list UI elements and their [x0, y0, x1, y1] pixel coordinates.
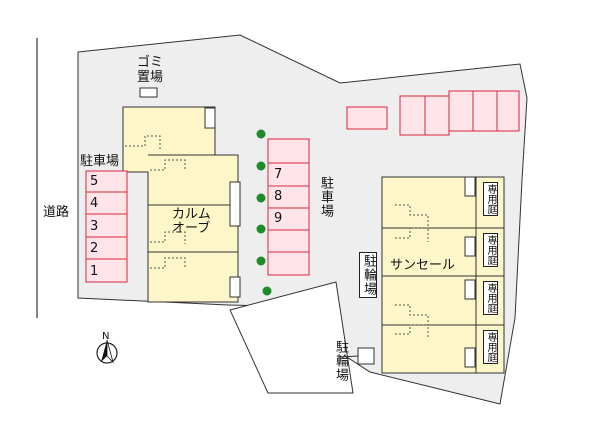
private-garden-label: 専用庭: [483, 330, 498, 364]
vacant-lot: [229, 281, 354, 394]
parking-space-number: 9: [274, 211, 283, 226]
tree-row: [256, 129, 272, 296]
building-right-name: サンセール: [390, 258, 456, 273]
parking-space-number: 3: [90, 219, 99, 234]
parking-space-number: 5: [90, 174, 99, 189]
parking-mid-label: 駐車場: [318, 176, 333, 218]
bicycle-parking-bottom-label: 駐輪場: [333, 340, 348, 382]
parking-space-number: 7: [274, 167, 283, 182]
bicycle-parking-mid-label: 駐輪場: [359, 252, 377, 298]
building-left-name-line1: カルム: [172, 207, 211, 222]
bicycle-leader-line: [339, 355, 359, 358]
parking-mid-stalls: [267, 138, 310, 276]
bicycle-box: [357, 347, 375, 365]
garbage-box: [139, 87, 158, 98]
private-garden-label: 専用庭: [483, 281, 498, 315]
parking-space-number: 4: [90, 196, 99, 211]
building-left-name-line2: オーブ: [172, 221, 211, 236]
parking-top-stalls: [346, 90, 520, 136]
north-label: N: [102, 331, 110, 342]
parking-space-number: 1: [90, 264, 99, 279]
garbage-label-line1: ゴミ: [137, 55, 164, 70]
parking-left-stalls: [85, 170, 128, 283]
parking-space-number: 2: [90, 241, 99, 256]
building-left-shape: [122, 106, 241, 303]
parking-space-number: 8: [274, 189, 283, 204]
road-label: 道路: [43, 205, 70, 220]
private-garden-label: 専用庭: [483, 233, 498, 267]
parking-left-label: 駐車場: [80, 154, 120, 169]
garbage-label-line2: 置場: [137, 70, 164, 85]
north-arrow-icon: [96, 339, 118, 364]
private-garden-label: 専用庭: [483, 182, 498, 216]
